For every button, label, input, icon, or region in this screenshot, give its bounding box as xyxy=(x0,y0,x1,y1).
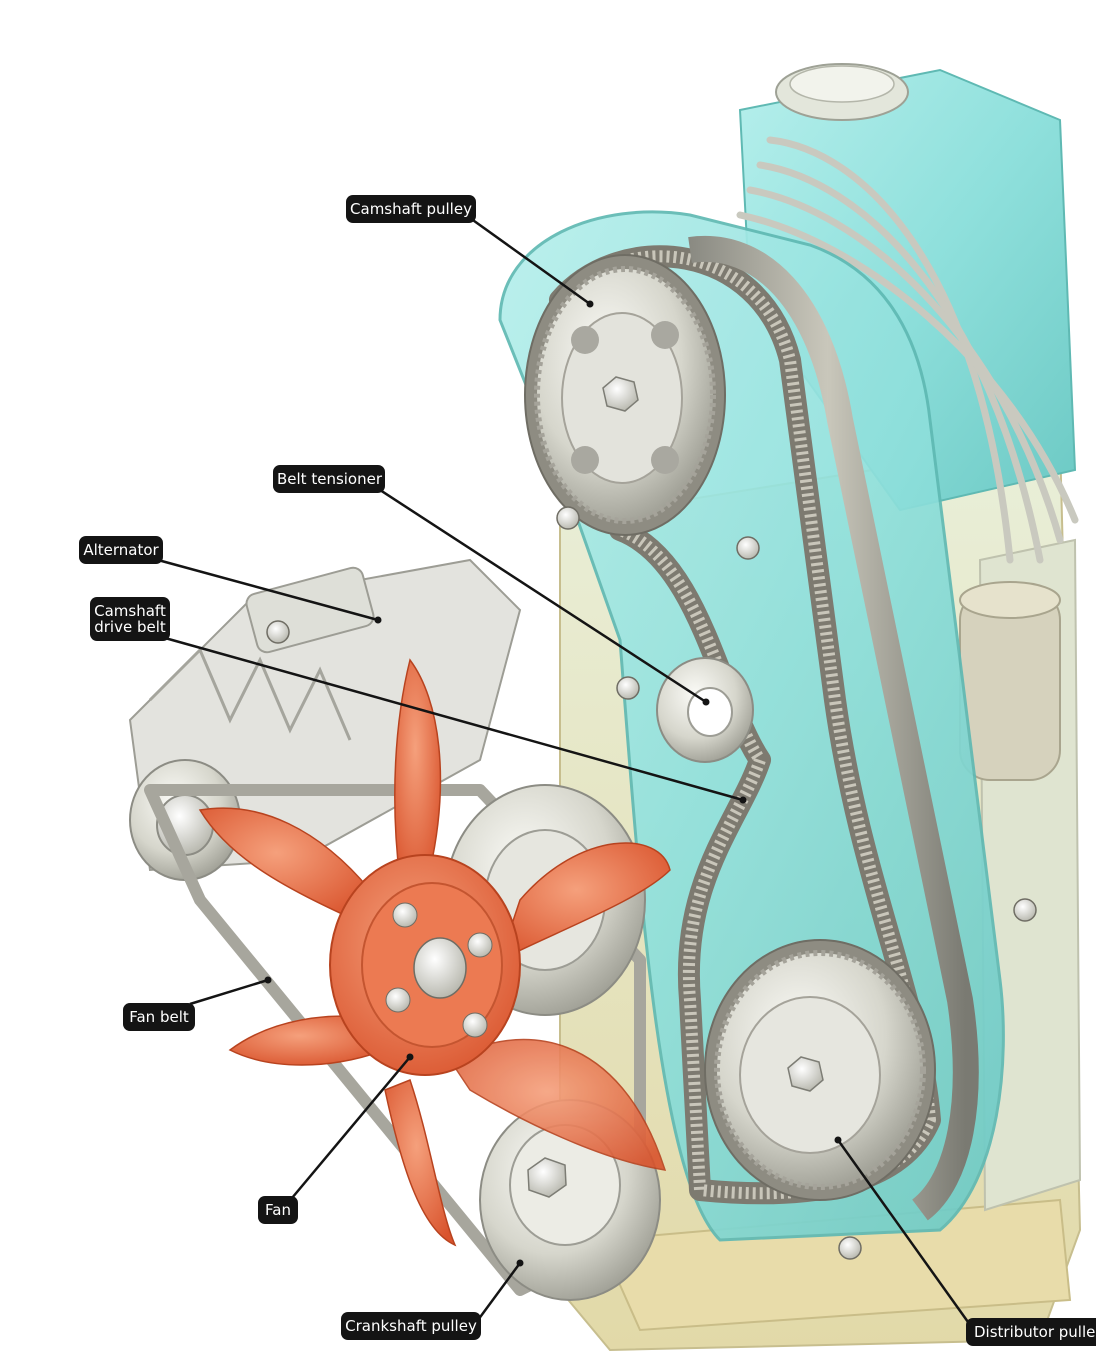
distributor-pulley-shape xyxy=(704,939,936,1201)
label-fan: Fan xyxy=(258,1196,298,1224)
bolts xyxy=(266,506,1037,1260)
leader-lines xyxy=(157,216,970,1323)
leader-dots xyxy=(264,300,842,1267)
label-belt-tensioner-text: Belt tensioner xyxy=(277,470,383,488)
cover-rim xyxy=(688,235,979,1221)
label-fan-text: Fan xyxy=(265,1201,291,1219)
label-camshaft-drive-belt: Camshaft drive belt xyxy=(90,597,170,641)
label-camshaft-pulley-text: Camshaft pulley xyxy=(350,200,472,218)
label-camshaft-drive-belt-line2: drive belt xyxy=(94,618,166,636)
label-belt-tensioner: Belt tensioner xyxy=(273,465,385,493)
camshaft-pulley-shape xyxy=(524,254,726,536)
label-crankshaft-pulley: Crankshaft pulley xyxy=(341,1312,481,1340)
label-distributor-pulley-text: Distributor pulle xyxy=(974,1323,1096,1341)
label-alternator: Alternator xyxy=(79,536,163,564)
label-alternator-text: Alternator xyxy=(83,541,159,559)
label-camshaft-drive-belt-line1: Camshaft xyxy=(94,602,166,620)
label-fan-belt-text: Fan belt xyxy=(129,1008,189,1026)
label-camshaft-pulley: Camshaft pulley xyxy=(346,195,476,223)
label-distributor-pulley: Distributor pulle xyxy=(966,1318,1096,1346)
ignition-leads xyxy=(736,136,1079,564)
label-crankshaft-pulley-text: Crankshaft pulley xyxy=(345,1317,477,1335)
fan-shape xyxy=(198,658,671,1247)
label-fan-belt: Fan belt xyxy=(123,1003,195,1031)
belt-tensioner-shape xyxy=(656,657,754,763)
